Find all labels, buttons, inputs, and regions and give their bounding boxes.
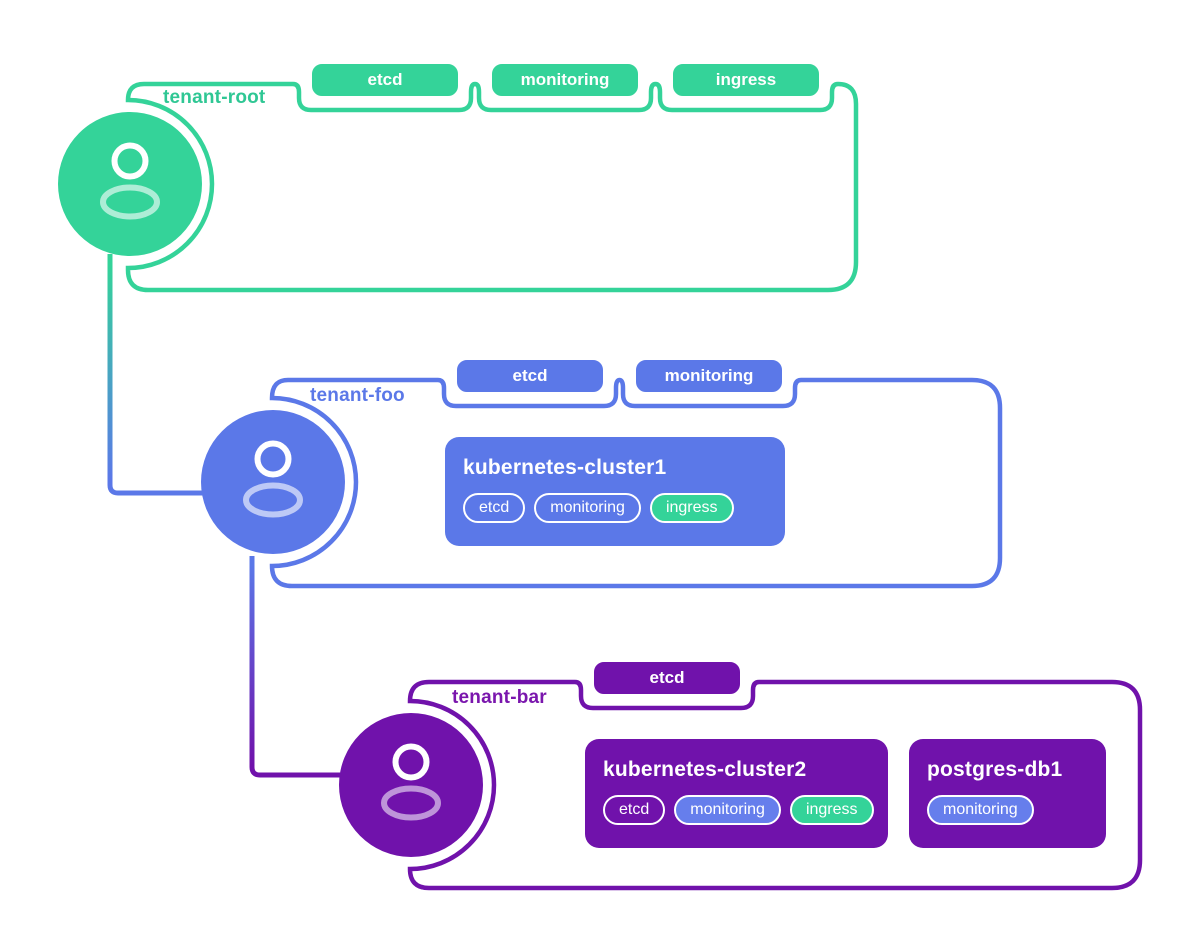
pill-ingress: ingress — [649, 493, 734, 523]
user-icon — [381, 743, 441, 821]
workload-pill-row: etcd monitoring ingress — [463, 493, 767, 523]
workload-title: kubernetes-cluster2 — [603, 758, 807, 781]
tenant-bar-border — [407, 679, 1143, 891]
pill-etcd: etcd — [603, 795, 666, 825]
workload-title: postgres-db1 — [927, 758, 1063, 781]
workload-card-kubernetes-cluster2: kubernetes-cluster2 etcd monitoring ingr… — [585, 739, 888, 848]
tenant-bar-label: tenant-bar — [452, 687, 547, 708]
pill-monitoring: monitoring — [534, 493, 641, 523]
user-icon — [100, 142, 160, 220]
tenant-root-label: tenant-root — [163, 87, 266, 108]
workload-card-postgres-db1: postgres-db1 monitoring — [909, 739, 1106, 848]
tenant-foo-label: tenant-foo — [310, 385, 405, 406]
workload-pill-row: etcd monitoring ingress — [603, 795, 874, 825]
tenant-root-tag-ingress: ingress — [670, 61, 822, 99]
pill-monitoring: monitoring — [674, 795, 781, 825]
tenant-root-tag-monitoring: monitoring — [489, 61, 641, 99]
tenant-root-tag-etcd: etcd — [309, 61, 461, 99]
tenant-root-border — [125, 81, 859, 293]
workload-pill-row: monitoring — [927, 795, 1088, 825]
tenant-foo-border — [269, 377, 1003, 589]
tenant-bar-avatar — [339, 713, 483, 857]
pill-etcd: etcd — [463, 493, 526, 523]
workload-title: kubernetes-cluster1 — [463, 456, 667, 479]
connector-foo-bar — [249, 556, 344, 778]
tenant-foo-tag-etcd: etcd — [454, 357, 606, 395]
pill-monitoring: monitoring — [927, 795, 1034, 825]
tenant-bar-tag-etcd: etcd — [591, 659, 743, 697]
user-icon — [243, 440, 303, 518]
tenant-foo-tag-monitoring: monitoring — [633, 357, 785, 395]
tenant-root-avatar — [58, 112, 202, 256]
connector-root-foo — [107, 254, 206, 496]
tenant-foo-avatar — [201, 410, 345, 554]
pill-ingress: ingress — [789, 795, 874, 825]
workload-card-kubernetes-cluster1: kubernetes-cluster1 etcd monitoring ingr… — [445, 437, 785, 546]
